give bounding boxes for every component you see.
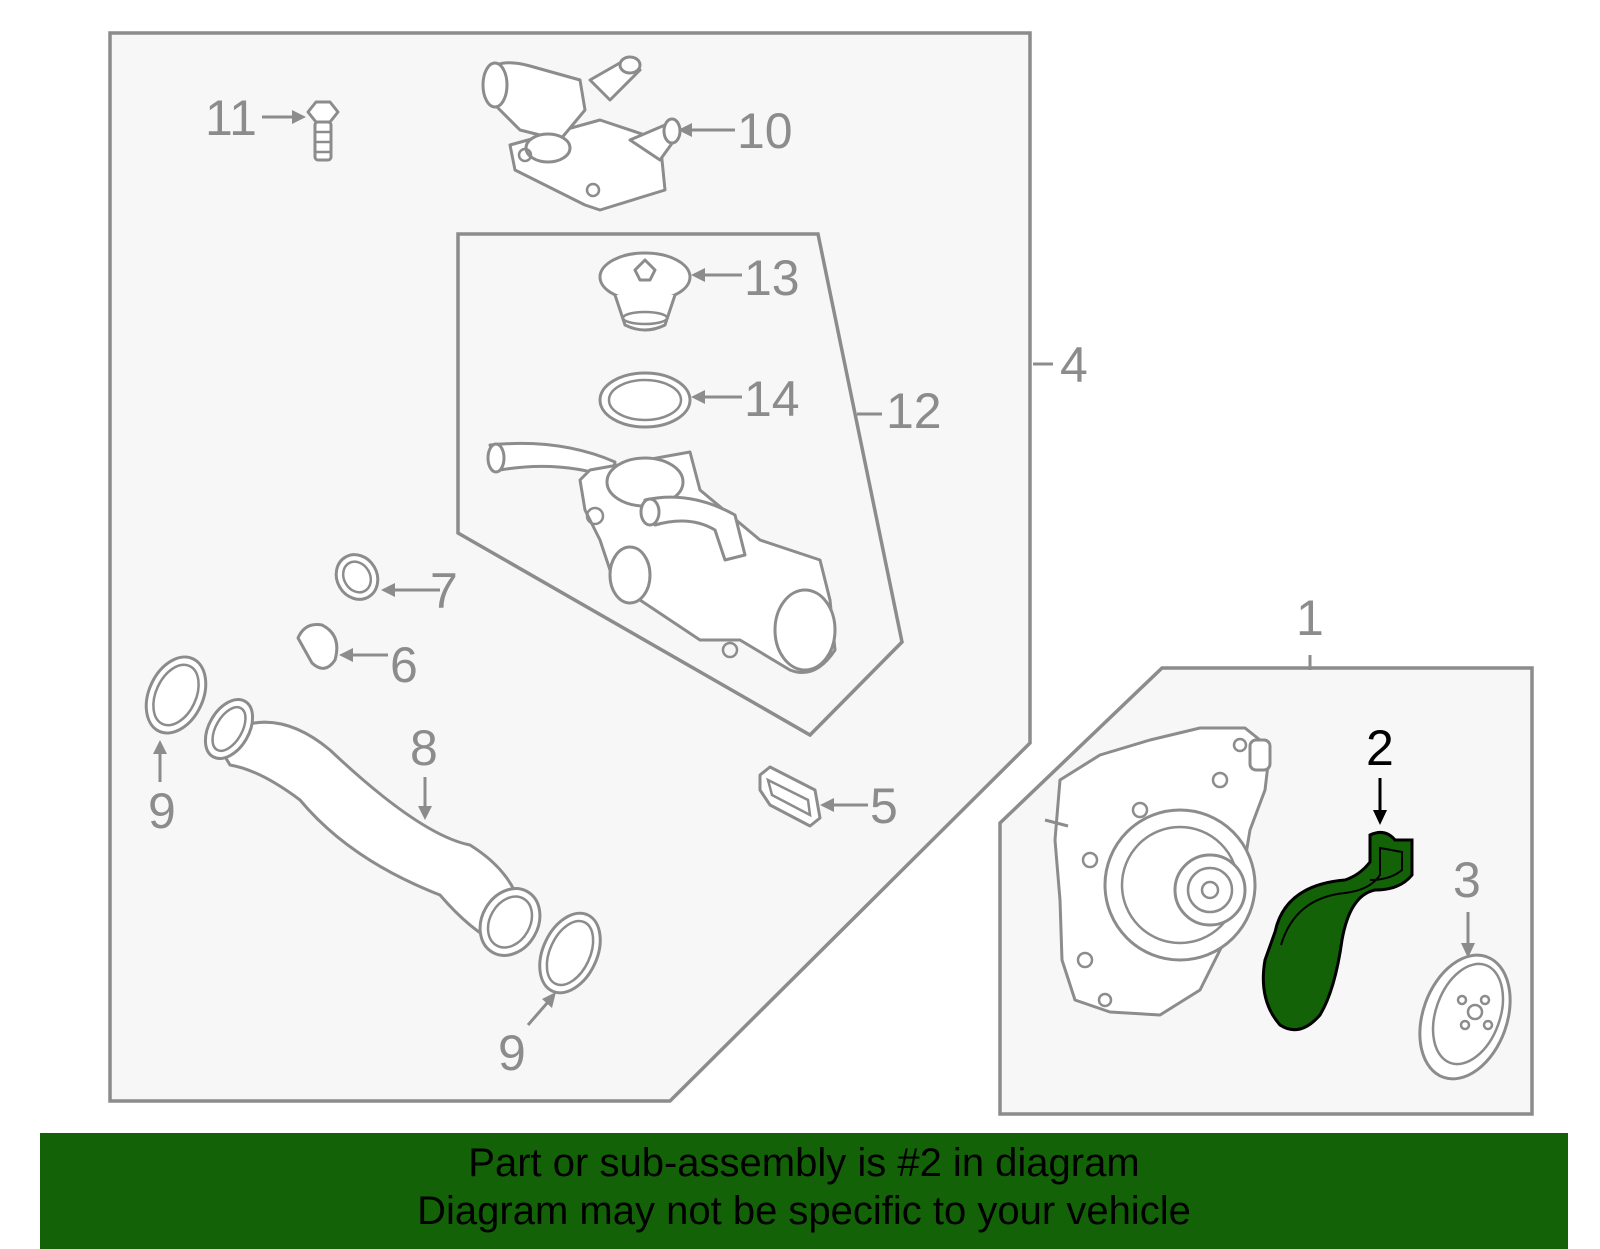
- gasket-5[interactable]: [758, 765, 822, 828]
- callout-3[interactable]: 3: [1453, 852, 1481, 908]
- callout-6[interactable]: 6: [390, 637, 418, 693]
- parts-diagram: 11 10 13 14 12 4 7 6 9 8 9 5 1 2 3: [108, 31, 1534, 1116]
- ring-9-bottom[interactable]: [528, 904, 612, 1003]
- callout-5[interactable]: 5: [870, 778, 898, 834]
- thermostat-housing-12[interactable]: [486, 441, 837, 674]
- callout-13[interactable]: 13: [744, 250, 800, 306]
- callout-14[interactable]: 14: [744, 371, 800, 427]
- thermostat-housing-10[interactable]: [481, 55, 682, 212]
- callout-10[interactable]: 10: [737, 103, 793, 159]
- callout-9-left[interactable]: 9: [148, 783, 176, 839]
- callout-2[interactable]: 2: [1366, 720, 1394, 776]
- leader-lines: [153, 110, 1475, 1026]
- banner-line-1: Part or sub-assembly is #2 in diagram: [468, 1141, 1140, 1185]
- pulley-3[interactable]: [1404, 942, 1527, 1091]
- info-banner: Part or sub-assembly is #2 in diagram Di…: [40, 1133, 1568, 1249]
- bolt-11[interactable]: [306, 100, 340, 162]
- callout-labels: 11 10 13 14 12 4 7 6 9 8 9 5 1 2 3: [148, 90, 1481, 1081]
- callout-8[interactable]: 8: [410, 720, 438, 776]
- callout-11[interactable]: 11: [205, 90, 257, 146]
- callout-4[interactable]: 4: [1060, 337, 1088, 393]
- banner-line-2: Diagram may not be specific to your vehi…: [417, 1189, 1191, 1233]
- thermostat-13[interactable]: [598, 251, 692, 332]
- ring-9-left[interactable]: [135, 647, 218, 742]
- seal-6[interactable]: [296, 623, 339, 670]
- water-pump-1[interactable]: [1044, 726, 1272, 1017]
- hose-8[interactable]: [196, 691, 552, 966]
- callout-1[interactable]: 1: [1296, 590, 1324, 646]
- callout-12[interactable]: 12: [886, 383, 942, 439]
- gasket-14[interactable]: [598, 371, 692, 429]
- pump-gasket-2-highlighted[interactable]: [1261, 830, 1414, 1032]
- callout-7[interactable]: 7: [430, 563, 458, 619]
- callout-9-bottom[interactable]: 9: [498, 1025, 526, 1081]
- o-ring-7[interactable]: [328, 547, 386, 607]
